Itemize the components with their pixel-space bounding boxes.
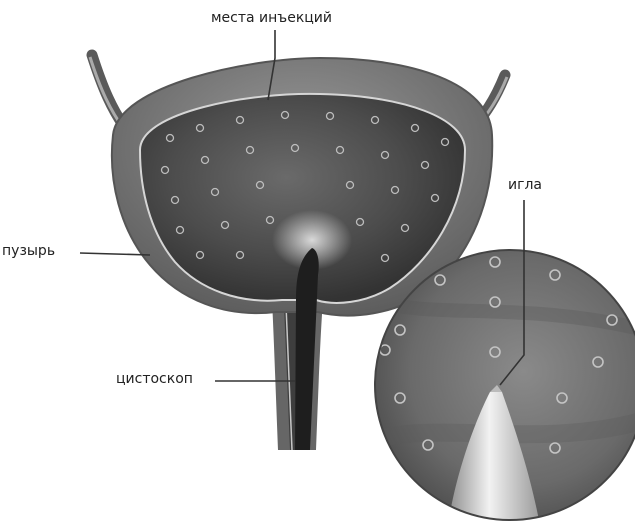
leader-bladder [80, 253, 150, 255]
magnified-view [375, 250, 635, 526]
label-injection-sites: места инъекций [211, 10, 332, 26]
label-bladder: пузырь [2, 243, 55, 259]
label-cystoscope: цистоскоп [116, 371, 193, 387]
label-needle: игла [508, 177, 542, 193]
